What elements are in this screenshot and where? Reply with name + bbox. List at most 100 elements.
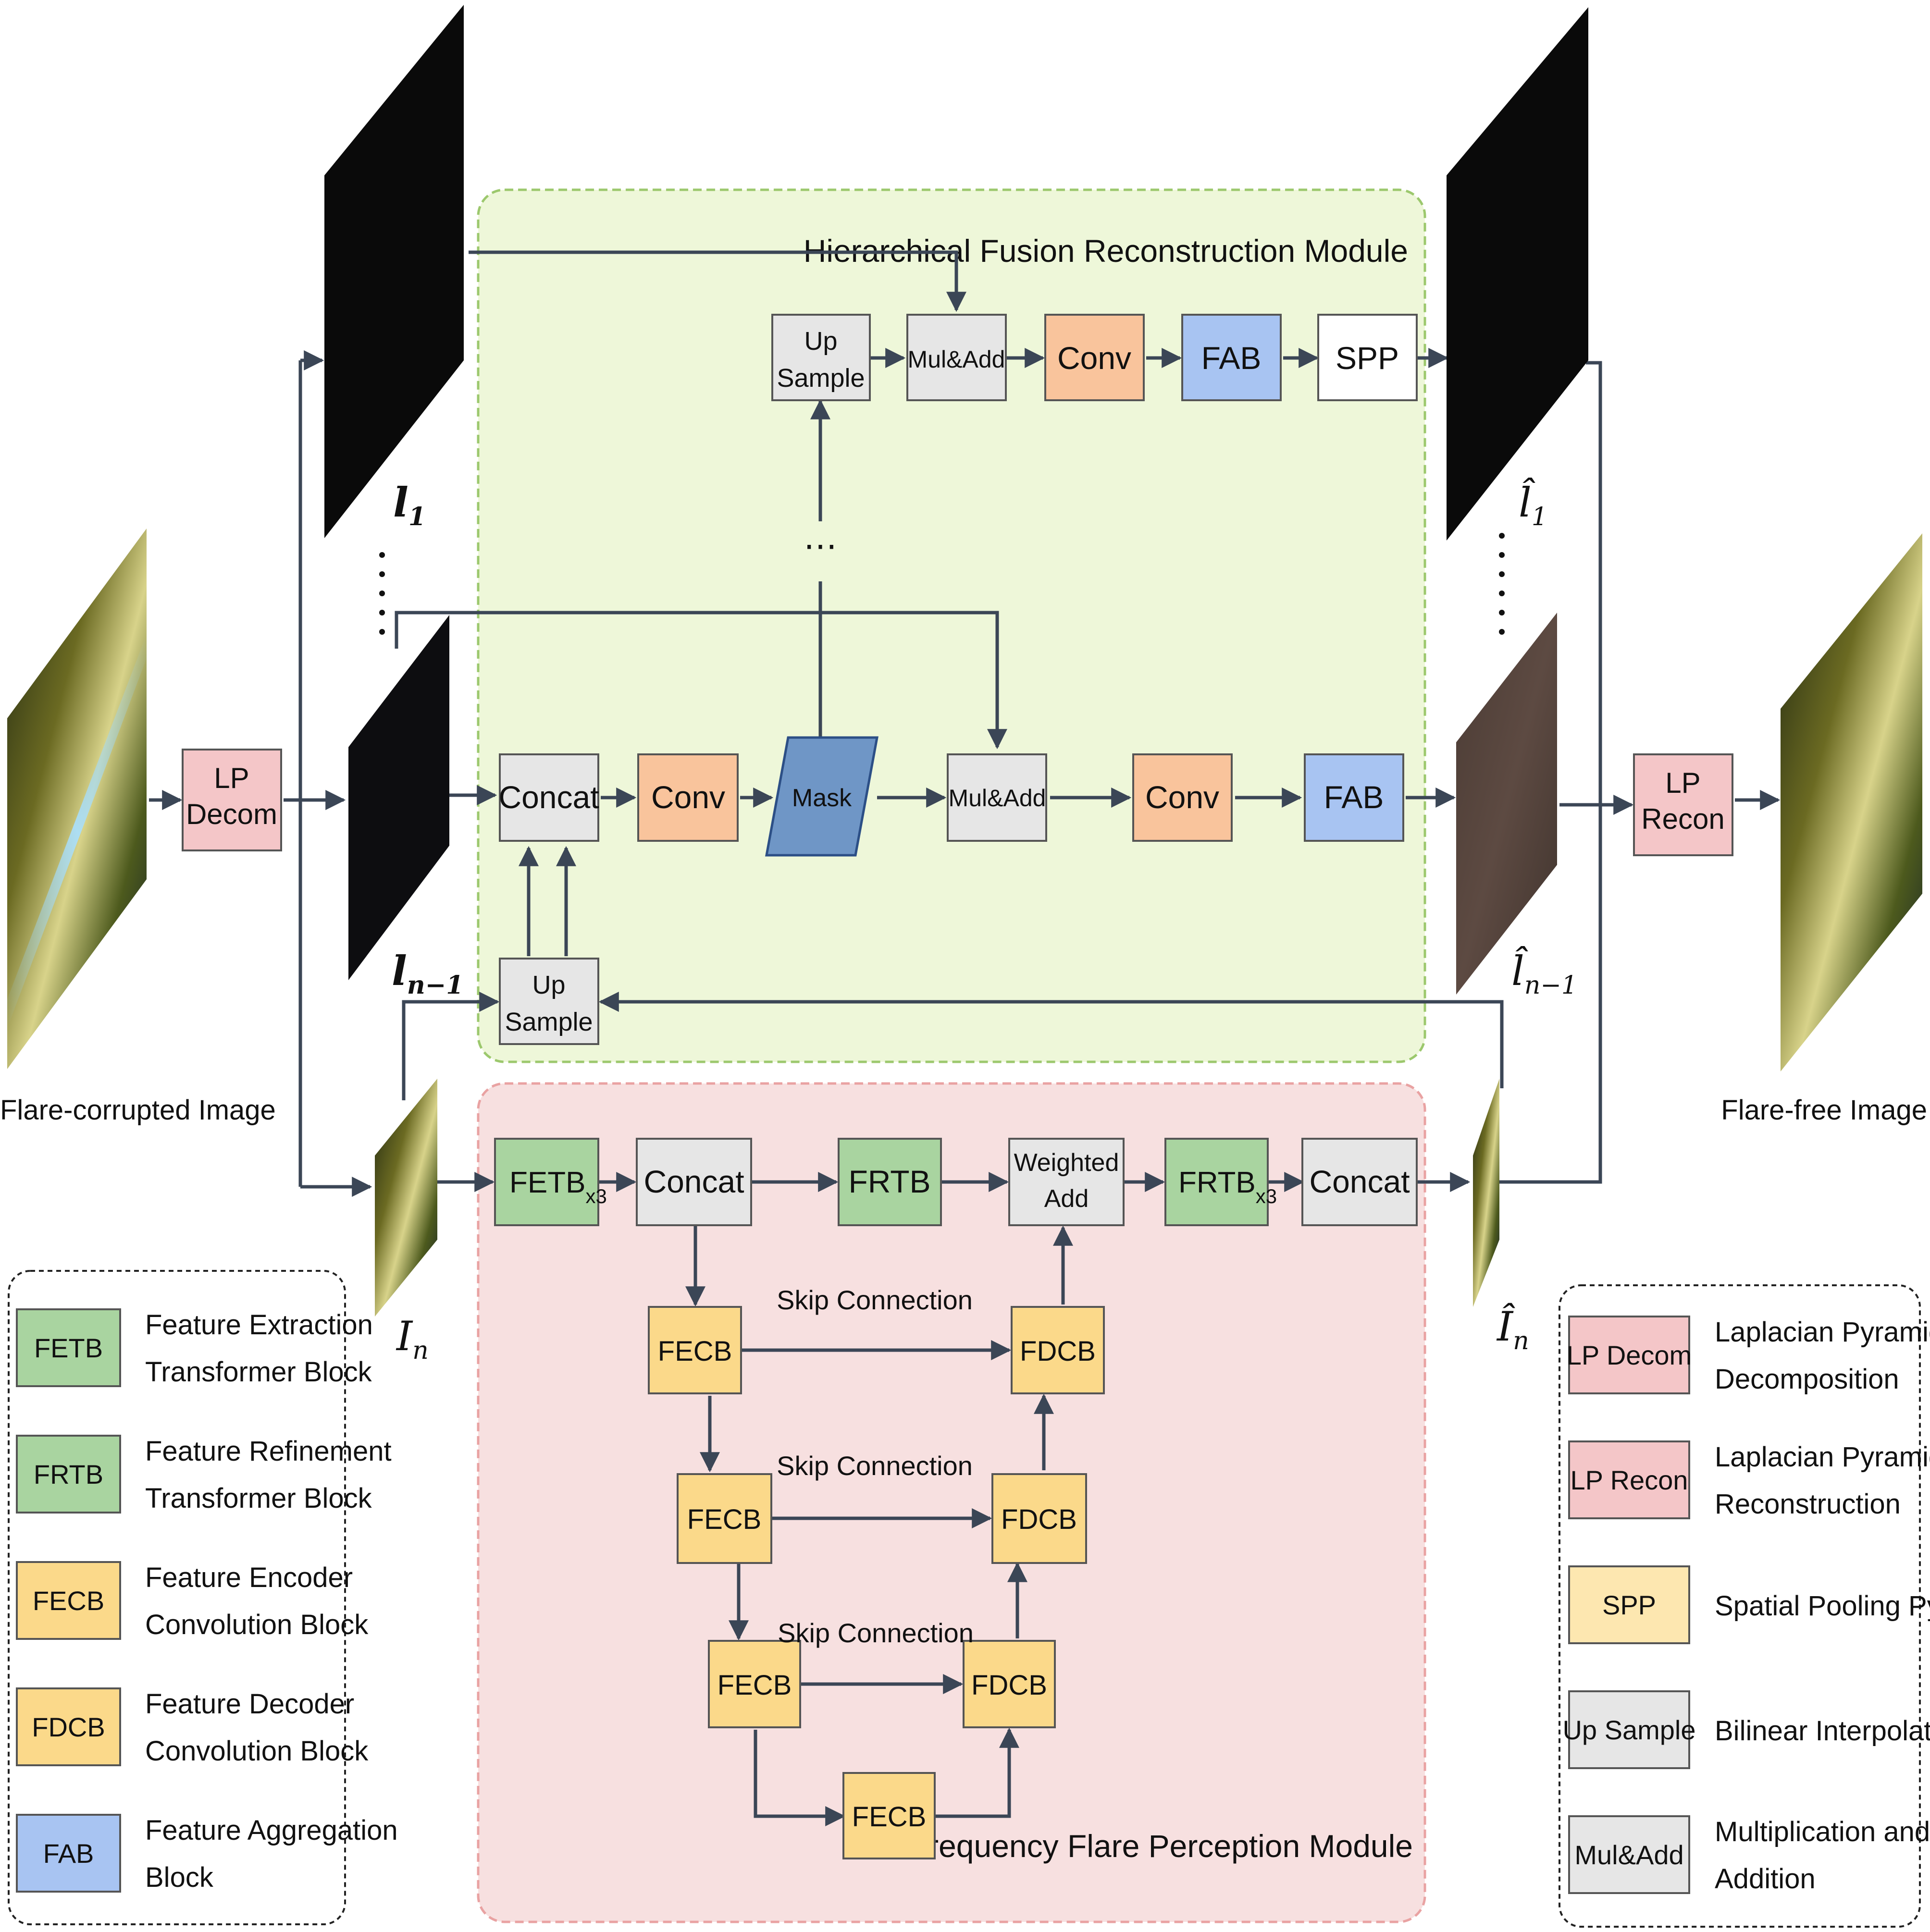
- fecb3-label: FECB: [718, 1670, 792, 1701]
- conv-top-label: Conv: [1057, 340, 1131, 376]
- legend-swatch: [1568, 1440, 1690, 1519]
- concat-lffp-label: Concat: [643, 1164, 744, 1199]
- legend-swatch: [1568, 1316, 1690, 1394]
- spp-top-label: SPP: [1336, 340, 1399, 376]
- fdcb3-label: FDCB: [971, 1670, 1047, 1701]
- label-inhat: În: [1496, 1303, 1529, 1355]
- concat-mid-block: Concat: [498, 753, 599, 842]
- legend-description: Spatial Pooling Pyramid: [1715, 1590, 1930, 1622]
- legend-description: Feature Refinement: [145, 1436, 392, 1467]
- connectors: [149, 250, 1781, 1826]
- fdcb3-block: FDCB: [963, 1640, 1056, 1728]
- weighted-add-line2: Add: [1044, 1185, 1089, 1213]
- spp-top-block: SPP: [1317, 314, 1418, 401]
- fecb4-label: FECB: [852, 1801, 927, 1833]
- muladd-mid-label: Mul&Add: [949, 785, 1046, 812]
- legend-description: Convolution Block: [145, 1609, 369, 1640]
- legend-description: Addition: [1715, 1863, 1816, 1895]
- fecb1-block: FECB: [648, 1306, 742, 1394]
- arrow-fecb3-fecb4: [754, 1730, 846, 1826]
- input-caption: Flare-corrupted Image: [0, 1095, 276, 1126]
- image-ln1hat: [1456, 613, 1557, 995]
- legend-swatch: [16, 1814, 121, 1893]
- lp-recon-line1: LP: [1665, 767, 1700, 799]
- lp-decom-block: LP Decom: [182, 749, 282, 851]
- lp-recon-line2: Recon: [1641, 803, 1724, 835]
- ellipsis-dot: [379, 552, 385, 558]
- conv-mid-block: Conv: [637, 753, 739, 842]
- line-l1hat-join: [1507, 361, 1602, 1184]
- hfr-module-bg: [477, 188, 1426, 1063]
- legend-description: Multiplication and: [1715, 1816, 1930, 1847]
- legend-description: Laplacian Pyramid: [1715, 1441, 1930, 1473]
- frtb-label: FRTB: [848, 1164, 930, 1199]
- frtb-x3-label: FRTBx3: [1178, 1166, 1277, 1207]
- label-in: In: [396, 1313, 429, 1365]
- fecb4-block: FECB: [842, 1772, 936, 1859]
- lp-decom-line1: LP: [214, 762, 249, 794]
- ellipsis-dot: [1499, 591, 1505, 596]
- image-inhat: [1473, 1079, 1499, 1307]
- arrow-in-upsample: [402, 992, 500, 1100]
- legend-description: Block: [145, 1862, 214, 1893]
- arrow-inhat-upsample: [598, 992, 1504, 1088]
- legend-swatch: [16, 1308, 121, 1387]
- concat-lffp-block: Concat: [636, 1138, 752, 1226]
- legend-item-spp: SPP Spatial Pooling Pyramid: [1568, 1565, 1930, 1644]
- ellipsis-dot: [1499, 629, 1505, 635]
- ellipsis-dot: [379, 591, 385, 596]
- ellipsis-dot: [379, 571, 385, 577]
- output-image: [1781, 533, 1922, 1071]
- legend-abbr: SPP: [1602, 1590, 1656, 1620]
- legend-swatch: [16, 1561, 121, 1640]
- skip-label-1: Skip Connection: [777, 1285, 973, 1315]
- muladd-mid-block: Mul&Add: [947, 753, 1047, 842]
- lffp-module-bg: [477, 1082, 1426, 1923]
- label-l1: l1: [393, 479, 426, 531]
- lp-recon-block: LP Recon: [1633, 753, 1733, 856]
- ellipsis-dot: [379, 629, 385, 635]
- legend-description: Bilinear Interpolation: [1715, 1715, 1930, 1747]
- fdcb1-block: FDCB: [1011, 1306, 1105, 1394]
- upsample-top-line2: Sample: [777, 364, 865, 393]
- frtb-block: FRTB: [838, 1138, 942, 1226]
- conv-mid2-block: Conv: [1132, 753, 1233, 842]
- fecb2-label: FECB: [687, 1504, 762, 1535]
- fecb1-label: FECB: [658, 1336, 732, 1367]
- image-l1hat: [1447, 7, 1588, 541]
- legend-description: Convolution Block: [145, 1735, 369, 1767]
- upsample-top-line1: Up: [804, 327, 837, 356]
- label-ln1hat: l̂n−1: [1511, 946, 1577, 1000]
- fetb-block: FETBx3: [494, 1138, 607, 1226]
- legend-description: Transformer Block: [145, 1356, 372, 1388]
- ellipsis-dot: [1499, 533, 1505, 539]
- legend-abbr: LP Recon: [1571, 1465, 1688, 1495]
- legend-abbr: Up Sample: [1562, 1715, 1695, 1745]
- legend-abbr: Mul&Add: [1574, 1840, 1683, 1870]
- concat-lffp2-block: Concat: [1301, 1138, 1418, 1226]
- arrow-l1-muladd-top: [469, 250, 966, 312]
- fecb2-block: FECB: [677, 1473, 772, 1564]
- fetb-label: FETBx3: [509, 1166, 607, 1207]
- ellipsis-dot: [379, 610, 385, 615]
- ellipsis-dot: [1499, 552, 1505, 558]
- ellipsis-dot: [1499, 571, 1505, 577]
- weighted-add-line1: Weighted: [1014, 1149, 1119, 1177]
- arrow-ln1-muladd-mid: [395, 611, 1007, 750]
- legend-swatch: [1568, 1815, 1690, 1894]
- legend-item-up-sample: Up Sample Bilinear Interpolation: [1562, 1690, 1930, 1769]
- legend-description: Laplacian Pyramid: [1715, 1317, 1930, 1348]
- skip-label-2: Skip Connection: [777, 1451, 973, 1481]
- conv-top-block: Conv: [1044, 314, 1145, 401]
- legend-description: Decomposition: [1715, 1364, 1899, 1395]
- fdcb1-label: FDCB: [1020, 1336, 1096, 1367]
- fdcb2-label: FDCB: [1001, 1504, 1077, 1535]
- fab-mid-label: FAB: [1324, 779, 1384, 815]
- image-in: [375, 1079, 437, 1317]
- fdcb2-block: FDCB: [991, 1473, 1087, 1564]
